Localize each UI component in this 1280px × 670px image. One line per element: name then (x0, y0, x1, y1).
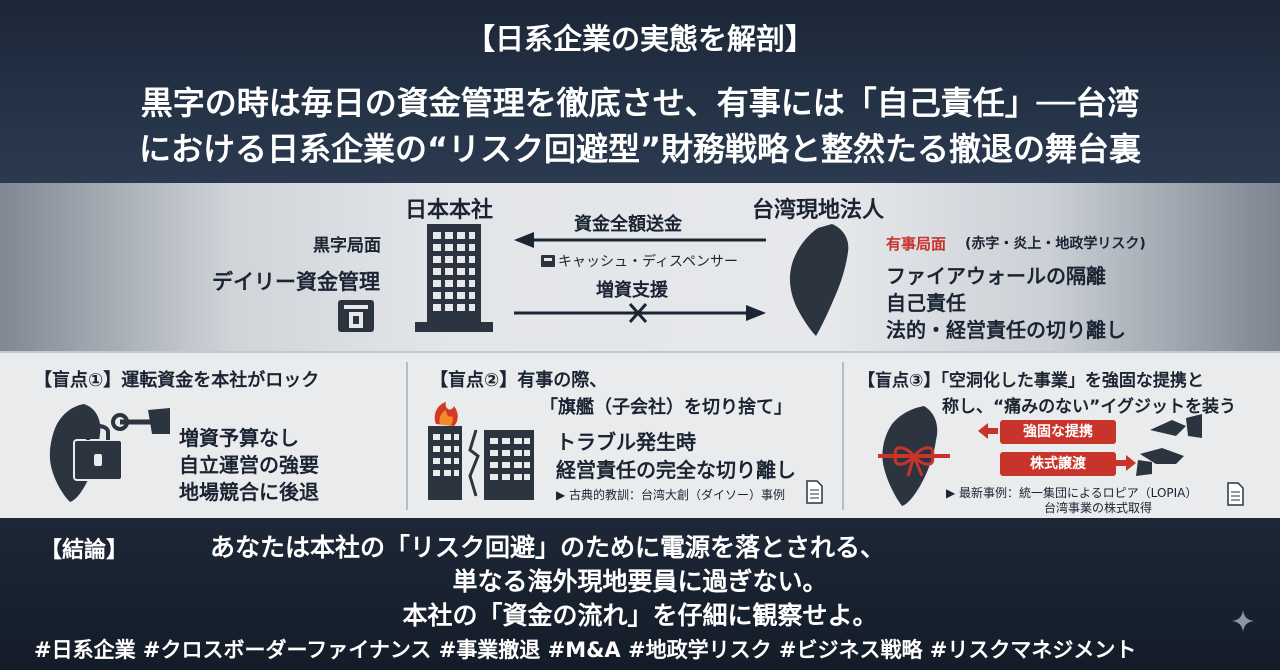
blindspot-3-subheading: 称し、“痛みのない”イグジットを装う (942, 397, 1237, 417)
share-transfer-tag: 株式譲渡 (1000, 452, 1116, 476)
blindspot-1-item: 増資予算なし (179, 426, 299, 450)
hq-building-icon (415, 224, 493, 332)
conclusion-line-3: 本社の「資金の流れ」を仔細に観察せよ。 (402, 601, 878, 630)
blindspot-1-item: 地場競合に後退 (179, 480, 319, 504)
blindspot-3-note: ▶ 最新事例：統一集団によるロピア（LOPIA） (946, 486, 1198, 500)
taiwan-subsidiary-label: 台湾現地法人 (752, 198, 885, 223)
capital-support-arrow (514, 303, 766, 323)
sparkle-icon (1232, 610, 1254, 632)
crisis-item: 法的・経営責任の切り離し (886, 318, 1126, 342)
column-divider (842, 362, 844, 510)
hashtags: #日系企業 #クロスボーダーファイナンス #事業撤退 #M&A #地政学リスク … (34, 638, 1137, 662)
atm-icon (338, 300, 374, 332)
blindspot-1-item: 自立運営の強要 (179, 453, 319, 477)
handshake-icon (1136, 414, 1202, 476)
blindspot-3-note-line2: 台湾事業の株式取得 (1044, 501, 1153, 515)
left-arrow-icon (978, 423, 998, 439)
blindspot-2-item: トラブル発生時 (556, 430, 696, 454)
header-background (0, 0, 1280, 183)
gift-wrapped-taiwan-icon (878, 406, 950, 506)
title-line-2: 黒字の時は毎日の資金管理を徹底させ、有事には「自己責任」──台湾 (140, 84, 1140, 122)
burning-buildings-icon (428, 402, 534, 500)
section-divider (0, 351, 1280, 353)
taiwan-lock-icon (49, 404, 170, 502)
crisis-item: ファイアウォールの隔離 (886, 264, 1106, 288)
hq-label: 日本本社 (405, 198, 494, 223)
blindspot-2-item: 経営責任の完全な切り離し (556, 458, 796, 482)
blindspot-1-heading: 【盲点①】運転資金を本社がロック (34, 370, 320, 391)
conclusion-line-1: あなたは本社の「リスク回避」のために電源を落とされる、 (210, 533, 886, 562)
cash-dispenser-icon (541, 255, 555, 267)
strong-alliance-tag: 強固な提携 (1000, 420, 1116, 444)
profit-phase-label: 黒字局面 (313, 236, 381, 256)
taiwan-map-icon (789, 224, 849, 336)
capital-support-label: 増資支援 (596, 280, 668, 301)
cash-dispenser-label: キャッシュ・ディスペンサー (558, 254, 739, 270)
blindspot-2-heading: 【盲点②】有事の際、 (430, 370, 608, 391)
conclusion-background (0, 518, 1280, 670)
blindspot-2-subheading: 「旗艦（子会社）を切り捨て」 (540, 397, 792, 418)
title-line-1: 【日系企業の実態を解剖】 (465, 22, 814, 56)
conclusion-label: 【結論】 (40, 538, 129, 563)
conclusion-line-2: 単なる海外現地要員に過ぎない。 (452, 567, 828, 596)
crisis-item: 自己責任 (886, 291, 966, 315)
blindspot-2-note: ▶ 古典的教訓：台湾大創（ダイソー）事例 (556, 488, 786, 502)
title-line-3: における日系企業の“リスク回避型”財務戦略と整然たる撤退の舞台裏 (138, 130, 1142, 168)
document-icon (806, 480, 823, 504)
crisis-phase-label: 有事局面 (886, 235, 947, 253)
daily-cash-management-label: デイリー資金管理 (212, 270, 380, 294)
document-icon (1227, 482, 1244, 506)
right-arrow-icon (1116, 455, 1136, 471)
remittance-arrow (514, 232, 766, 248)
blindspot-3-heading: 【盲点③】「空洞化した事業」を強固な提携と (858, 371, 1204, 391)
full-remittance-label: 資金全額送金 (574, 214, 682, 235)
column-divider (406, 362, 408, 510)
crisis-phase-note: (赤字・炎上・地政学リスク) (965, 236, 1146, 252)
diagram-band (0, 183, 1280, 351)
